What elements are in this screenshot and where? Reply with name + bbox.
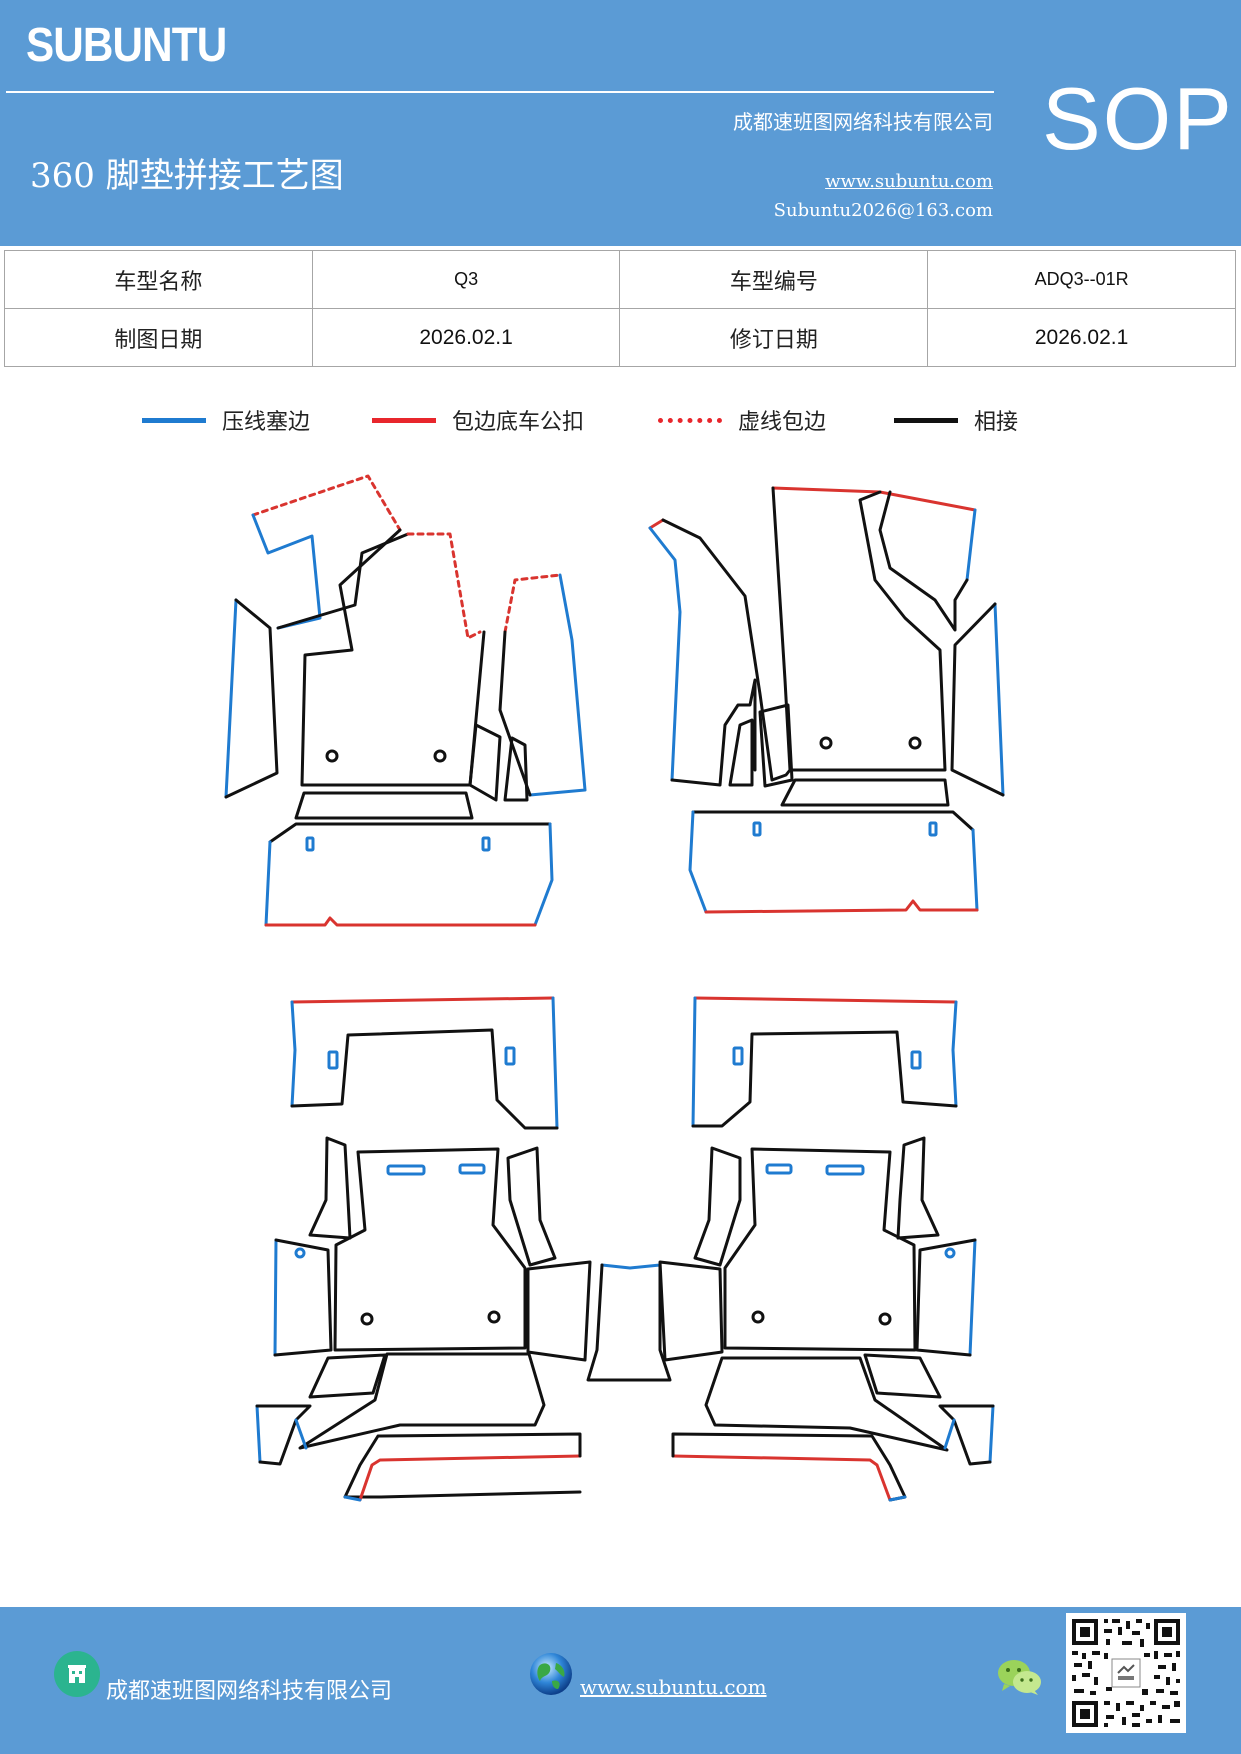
legend-label: 相接 — [974, 410, 1019, 435]
vehicle-info-table: 车型名称 Q3 车型编号 ADQ3--01R 制图日期 2026.02.1 修订… — [4, 250, 1236, 367]
revise-date-value: 2026.02.1 — [927, 308, 1236, 367]
legend-item-wrap-buckle: 包边底车公扣 — [372, 400, 584, 440]
model-name-value: Q3 — [311, 250, 621, 309]
header-company-name: 成都速班图网络科技有限公司 — [733, 110, 993, 134]
center-tunnel-mat — [586, 1263, 672, 1382]
building-icon — [54, 1651, 100, 1697]
table-row: 制图日期 2026.02.1 修订日期 2026.02.1 — [4, 308, 1236, 367]
brand-logo: SUBUNTU — [26, 19, 227, 72]
page-footer: 成都速班图网络科技有限公司 www.subuntu.com — [0, 1607, 1241, 1754]
legend-item-dotted-wrap: 虚线包边 — [658, 400, 826, 440]
legend-label: 压线塞边 — [222, 410, 311, 435]
page-header: SUBUNTU 成都速班图网络科技有限公司 360 脚垫拼接工艺图 www.su… — [0, 0, 1241, 246]
page-title: 360 脚垫拼接工艺图 — [30, 156, 344, 196]
legend-swatch — [142, 417, 206, 423]
revise-date-label: 修订日期 — [619, 308, 929, 367]
table-row: 车型名称 Q3 车型编号 ADQ3--01R — [4, 250, 1236, 309]
front-right-mat — [648, 486, 1005, 914]
rear-right-mat — [658, 996, 995, 1502]
header-email: Subuntu2026@163.com — [773, 200, 993, 221]
model-name-label: 车型名称 — [4, 250, 313, 309]
sop-badge: SOP — [1042, 69, 1234, 168]
header-website-link[interactable]: www.subuntu.com — [825, 171, 993, 192]
globe-icon — [530, 1653, 572, 1695]
building-glyph — [68, 1665, 86, 1683]
legend-swatch — [894, 417, 958, 423]
line-legend: 压线塞边 包边底车公扣 虚线包边 相接 — [0, 400, 1241, 440]
draw-date-value: 2026.02.1 — [311, 308, 621, 367]
qr-code-image — [1066, 1613, 1186, 1733]
legend-label: 包边底车公扣 — [452, 410, 585, 435]
footer-website-link[interactable]: www.subuntu.com — [580, 1675, 767, 1699]
legend-swatch — [658, 417, 722, 423]
legend-label: 虚线包边 — [738, 410, 827, 435]
legend-item-joined: 相接 — [894, 400, 1018, 440]
front-left-mat — [224, 474, 587, 927]
legend-item-pressed-edge: 压线塞边 — [142, 400, 310, 440]
model-code-label: 车型编号 — [619, 250, 929, 309]
header-divider — [6, 91, 994, 93]
rear-left-mat — [255, 996, 592, 1502]
floor-mat-diagram — [224, 474, 1005, 1502]
draw-date-label: 制图日期 — [4, 308, 313, 367]
legend-swatch — [372, 417, 436, 423]
wechat-icon — [998, 1660, 1041, 1695]
footer-company-name: 成都速班图网络科技有限公司 — [106, 1679, 393, 1704]
model-code-value: ADQ3--01R — [927, 250, 1236, 309]
